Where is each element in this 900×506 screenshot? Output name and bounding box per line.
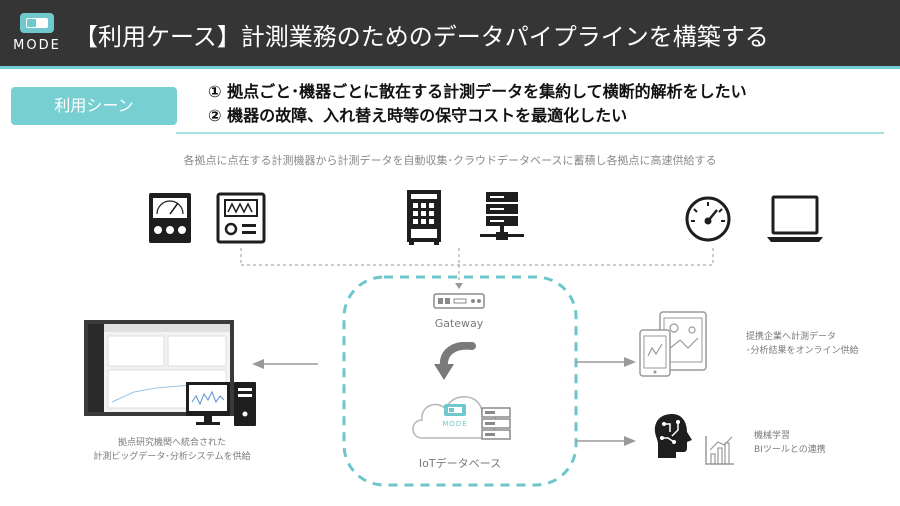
gateway-label: Gateway	[434, 317, 484, 330]
use-case-2: ② 機器の故障、入れ替え時等の保守コストを最適化したい	[208, 106, 628, 125]
ml-bi-label-line1: 機械学習	[754, 431, 791, 441]
bar-chart-icon	[705, 436, 734, 465]
laptop-icon	[767, 195, 823, 242]
arrow-to-ml-head	[624, 436, 636, 446]
partner-label-line1: 提携企業へ計測データ	[746, 332, 837, 342]
server-rack-icon	[407, 190, 441, 245]
ml-bi-label-line2: BIツールとの連携	[754, 445, 826, 455]
mode-logo: MODE	[12, 8, 62, 58]
gauge-icon	[685, 196, 731, 242]
partner-label: 提携企業へ計測データ ･分析結果をオンライン供給	[746, 330, 859, 358]
mobile-devices-icon	[639, 311, 707, 377]
mode-logo-icon	[20, 13, 54, 33]
dashboard-monitor-icon	[84, 320, 256, 426]
partner-label-line2: ･分析結果をオンライン供給	[746, 346, 859, 356]
connector-arrowhead	[455, 283, 463, 289]
network-server-icon	[480, 192, 524, 240]
logo-text: MODE	[13, 38, 61, 53]
iot-database-label: IoTデータベース	[418, 457, 502, 470]
lab-system-label-line2: 計測ビッグデータ･分析システムを供給	[93, 452, 251, 462]
separator-line	[176, 132, 884, 134]
use-case-list: ① 拠点ごと･機器ごとに散在する計測データを集約して横断的解析をしたい ② 機器…	[208, 80, 747, 128]
use-case-1: ① 拠点ごと･機器ごとに散在する計測データを集約して横断的解析をしたい	[208, 82, 747, 101]
arrow-to-partner-head	[624, 357, 636, 367]
curved-arrow-icon	[434, 342, 476, 380]
lab-system-label: 拠点研究機関へ統合された 計測ビッグデータ･分析システムを供給	[62, 436, 282, 464]
ml-bi-label: 機械学習 BIツールとの連携	[754, 429, 826, 457]
cloud-database-icon: MODE	[412, 396, 511, 440]
svg-text:MODE: MODE	[442, 420, 467, 428]
arrow-to-lab-head	[252, 359, 264, 369]
cloud-dashed-box	[342, 275, 578, 487]
ai-head-icon	[654, 414, 692, 458]
page-title: 【利用ケース】計測業務のためのデータパイプラインを構築する	[74, 23, 769, 51]
lab-system-label-line1: 拠点研究機関へ統合された	[117, 438, 226, 448]
diagram-caption: 各拠点に点在する計測機器から計測データを自動収集･クラウドデータベースに蓄積し各…	[183, 154, 717, 167]
gateway-device-icon	[433, 293, 485, 309]
usage-scene-badge: 利用シーン	[11, 87, 177, 125]
analog-meter-icon	[149, 193, 191, 243]
header-accent-line	[0, 66, 900, 69]
signal-meter-icon	[216, 192, 266, 244]
header-bar: MODE 【利用ケース】計測業務のためのデータパイプラインを構築する	[0, 0, 900, 66]
